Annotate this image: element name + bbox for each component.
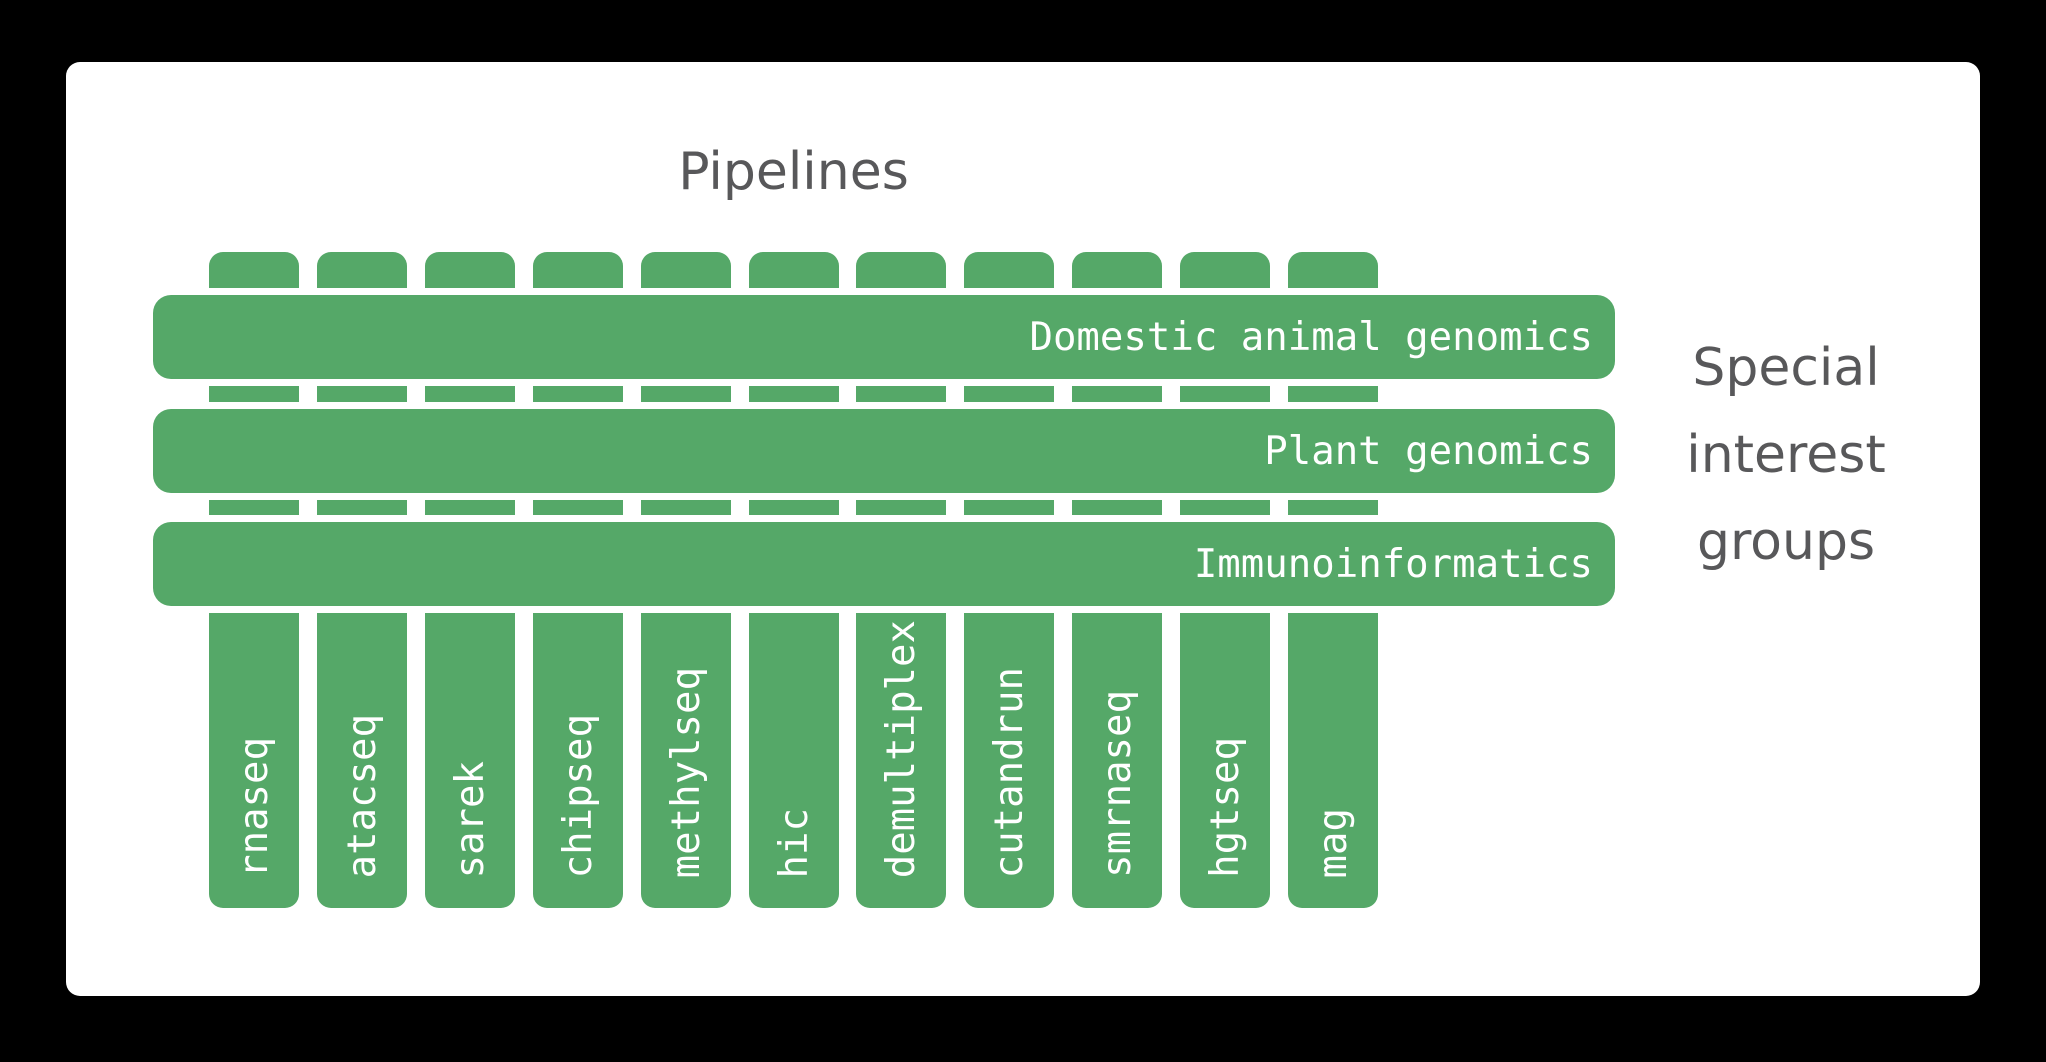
pipeline-label: sarek <box>447 760 493 878</box>
special-interest-groups-title: Special interest groups <box>1606 325 1966 586</box>
sig-bar-label: Domestic animal genomics <box>1029 314 1593 360</box>
pipeline-label: chipseq <box>555 713 601 878</box>
sig-bar-domestic-animal-genomics: Domestic animal genomics <box>153 295 1615 379</box>
pipelines-title: Pipelines <box>678 142 909 202</box>
pipeline-label: atacseq <box>339 713 385 878</box>
sig-bar-label: Immunoinformatics <box>1193 541 1593 587</box>
pipeline-label: cutandrun <box>986 666 1032 878</box>
pipeline-label: rnaseq <box>231 737 277 878</box>
pipeline-label: methylseq <box>663 666 709 878</box>
sig-title-line: Special <box>1692 338 1880 398</box>
pipeline-label: hic <box>771 807 817 878</box>
pipeline-label: demultiplex <box>878 619 924 878</box>
pipeline-label: mag <box>1310 807 1356 878</box>
sig-bar-label: Plant genomics <box>1264 428 1593 474</box>
sig-bar-immunoinformatics: Immunoinformatics <box>153 522 1615 606</box>
pipeline-label: hgtseq <box>1202 737 1248 878</box>
pipeline-label: smrnaseq <box>1094 690 1140 878</box>
sig-title-line: groups <box>1696 512 1876 572</box>
diagram-card: Pipelines rnaseq atacseq sarek chipseq m… <box>66 62 1980 996</box>
sig-title-line: interest <box>1686 425 1886 485</box>
sig-bar-plant-genomics: Plant genomics <box>153 409 1615 493</box>
